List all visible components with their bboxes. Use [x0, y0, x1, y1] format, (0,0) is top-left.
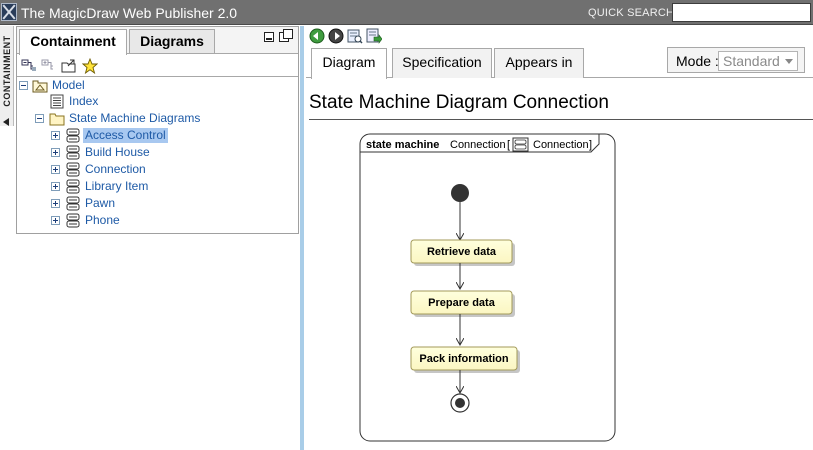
frame-bracket-open: [ — [507, 139, 510, 151]
app-title: The MagicDraw Web Publisher 2.0 — [21, 5, 238, 21]
initial-node[interactable] — [451, 184, 469, 202]
tree-node-model[interactable]: Model — [17, 78, 298, 95]
tab-appears-in[interactable]: Appears in — [494, 48, 584, 78]
index-document-icon — [50, 94, 64, 109]
state-label: Pack information — [419, 353, 509, 365]
tree-node-pawn[interactable]: Pawn — [17, 196, 298, 213]
collapse-toggle-icon[interactable] — [35, 114, 44, 123]
tree-node-build-house[interactable]: Build House — [17, 145, 298, 162]
mode-selector: Mode : Standard — [667, 47, 805, 73]
collapse-all-icon[interactable] — [21, 58, 37, 74]
state-prepare-data[interactable] — [410, 290, 513, 315]
export-icon[interactable] — [366, 28, 382, 44]
magicdraw-logo-icon — [1, 3, 17, 21]
tree-toolbar — [17, 55, 298, 77]
tab-specification[interactable]: Specification — [392, 48, 492, 78]
diagram-tab-bar: Diagram Specification Appears in — [306, 46, 813, 79]
tree-node-label[interactable]: Model — [52, 78, 85, 92]
state-machine-icon — [66, 196, 80, 211]
tree-node-connection[interactable]: Connection — [17, 162, 298, 179]
tree-node-phone[interactable]: Phone — [17, 213, 298, 230]
expand-toggle-icon[interactable] — [51, 131, 60, 140]
frame-bracket-close: ] — [589, 139, 592, 151]
expand-all-icon[interactable] — [41, 58, 57, 74]
forward-icon[interactable] — [328, 28, 344, 44]
favorite-star-icon[interactable] — [82, 58, 98, 74]
diagram-frame — [359, 133, 616, 442]
state-retrieve-data[interactable] — [410, 239, 513, 264]
state-machine-icon — [66, 145, 80, 160]
title-bar: The MagicDraw Web Publisher 2.0 QUICK SE… — [0, 0, 813, 25]
tree-node-access-control[interactable]: Access Control — [17, 128, 298, 145]
state-label: Retrieve data — [427, 246, 497, 258]
tree-node-label[interactable]: Pawn — [85, 196, 116, 210]
diagram-title: State Machine Diagram Connection — [309, 92, 609, 113]
mode-label: Mode : — [676, 53, 719, 69]
maximize-panel-icon[interactable] — [279, 29, 293, 42]
frame-ref-name: Connection — [533, 139, 589, 151]
mode-value: Standard — [723, 53, 780, 69]
tab-diagram[interactable]: Diagram — [311, 48, 387, 79]
tree-node-label[interactable]: Connection — [85, 162, 146, 176]
containment-panel: Containment Diagrams — [16, 26, 299, 234]
dropdown-caret-icon — [785, 59, 793, 64]
expand-toggle-icon[interactable] — [51, 148, 60, 157]
quick-search-label: QUICK SEARCH: — [588, 7, 678, 19]
tree-node-label[interactable]: State Machine Diagrams — [69, 111, 201, 125]
frame-tab — [360, 134, 600, 153]
state-machine-icon — [66, 128, 80, 143]
tree-node-label[interactable]: Access Control — [83, 128, 168, 143]
mode-dropdown[interactable]: Standard — [718, 51, 798, 71]
tree-node-label[interactable]: Phone — [85, 213, 120, 227]
model-package-icon — [32, 80, 48, 93]
tree-node-index[interactable]: Index — [17, 94, 298, 111]
side-tab-label: CONTAINMENT — [2, 35, 12, 107]
final-node-core — [455, 398, 465, 408]
expand-toggle-icon[interactable] — [51, 165, 60, 174]
tree-node-label[interactable]: Index — [69, 94, 99, 108]
collapse-toggle-icon[interactable] — [19, 81, 28, 90]
left-tab-bar: Containment Diagrams — [17, 27, 298, 55]
quick-search-input[interactable] — [672, 3, 811, 22]
state-machine-diagram: state machine Connection [ Connection ] … — [355, 130, 617, 448]
tree-node-library-item[interactable]: Library Item — [17, 179, 298, 196]
tree-node-label[interactable]: Build House — [85, 145, 150, 159]
frame-keyword: state machine — [366, 139, 439, 151]
tab-containment[interactable]: Containment — [19, 29, 127, 55]
expand-toggle-icon[interactable] — [51, 182, 60, 191]
folder-icon — [49, 113, 65, 126]
state-machine-icon — [66, 162, 80, 177]
diagram-canvas: state machine Connection [ Connection ] … — [359, 133, 616, 442]
tree-node-label[interactable]: Library Item — [85, 179, 149, 193]
find-icon[interactable] — [347, 28, 363, 44]
state-label: Prepare data — [428, 297, 496, 309]
collapse-arrow-icon — [3, 118, 9, 126]
state-machine-ref-icon — [512, 137, 529, 152]
title-divider — [309, 119, 813, 120]
expand-toggle-icon[interactable] — [51, 199, 60, 208]
tab-diagrams[interactable]: Diagrams — [129, 29, 215, 53]
state-pack-information[interactable] — [410, 346, 518, 371]
state-machine-icon — [66, 179, 80, 194]
frame-name: Connection — [450, 139, 506, 151]
tree-node-state-machine-diagrams[interactable]: State Machine Diagrams — [17, 111, 298, 128]
back-icon[interactable] — [309, 28, 325, 44]
panel-splitter[interactable] — [300, 26, 304, 450]
open-folder-icon[interactable] — [61, 58, 77, 74]
containment-side-tab[interactable]: CONTAINMENT — [0, 26, 14, 126]
state-machine-icon — [66, 213, 80, 228]
minimize-panel-icon[interactable] — [264, 32, 274, 42]
expand-toggle-icon[interactable] — [51, 216, 60, 225]
